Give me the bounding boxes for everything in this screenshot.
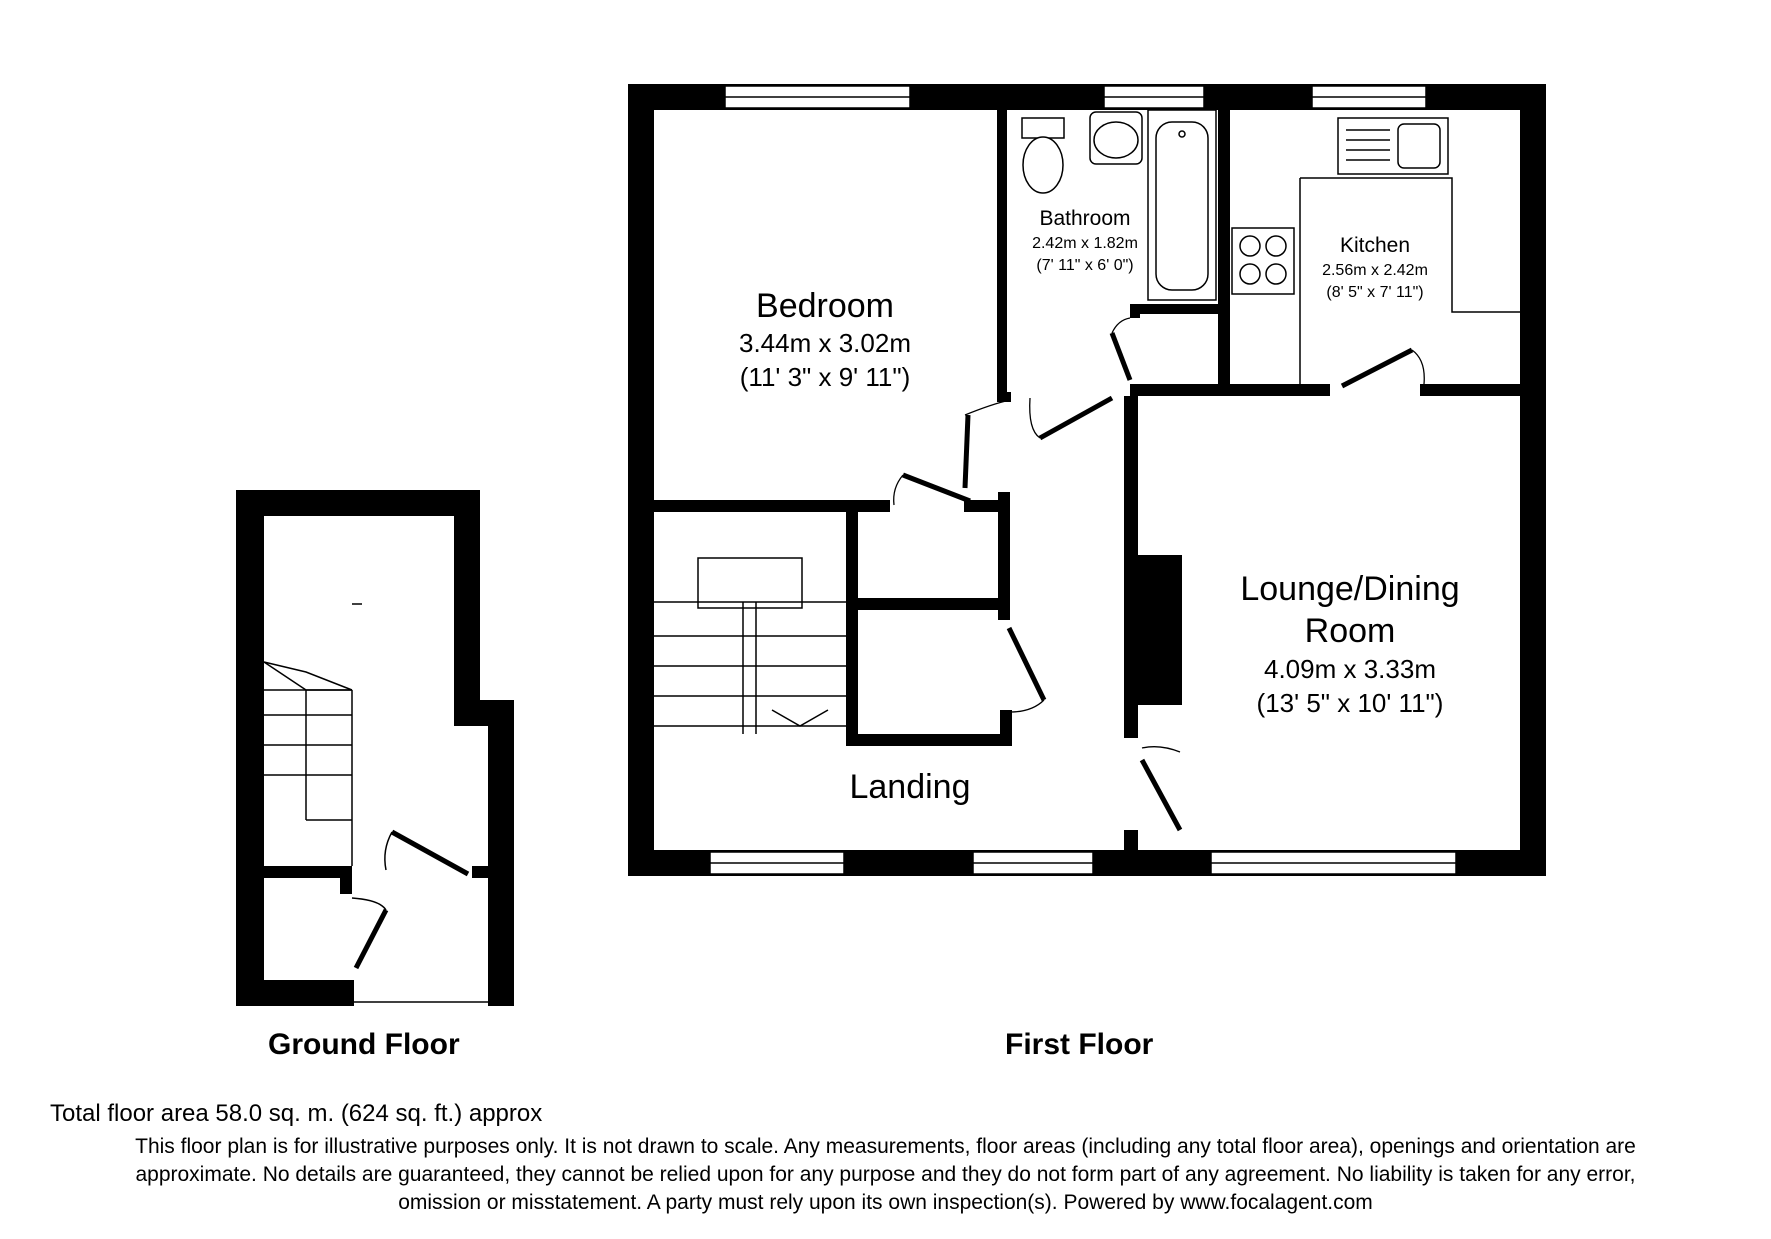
bedroom-label: Bedroom 3.44m x 3.02m (11' 3" x 9' 11") xyxy=(700,286,950,394)
first-floor-windows xyxy=(709,85,1457,875)
first-floor-left-wall xyxy=(628,84,654,876)
bedroom-bottom-wall xyxy=(654,500,890,512)
stairs xyxy=(654,557,846,734)
hob-icon xyxy=(1231,227,1295,295)
kitchen-dims-m: 2.56m x 2.42m xyxy=(1322,262,1428,279)
first-floor-title: First Floor xyxy=(1005,1028,1154,1061)
bathroom-dims-ft: (7' 11" x 6' 0") xyxy=(1036,257,1134,274)
doors xyxy=(902,332,1414,832)
bathroom-left-wall xyxy=(997,100,1007,400)
first-floor-walls xyxy=(628,84,1546,876)
ground-floor-doors xyxy=(353,829,470,970)
toilet-icon xyxy=(1021,117,1065,139)
bathroom-name: Bathroom xyxy=(1039,207,1131,230)
first-floor-right-wall xyxy=(1520,84,1546,876)
landing-label: Landing xyxy=(849,768,971,806)
kitchen-label: Kitchen 2.56m x 2.42m (8' 5" x 7' 11") xyxy=(1300,232,1450,304)
lounge-name-line2: Room xyxy=(1304,612,1396,650)
disclaimer-line-2: approximate. No details are guaranteed, … xyxy=(135,1163,1636,1186)
bathroom-dims-m: 2.42m x 1.82m xyxy=(1032,235,1138,252)
total-floor-area: Total floor area 58.0 sq. m. (624 sq. ft… xyxy=(50,1100,543,1127)
bathroom-label: Bathroom 2.42m x 1.82m (7' 11" x 6' 0") xyxy=(1010,205,1160,277)
kitchen-worktop xyxy=(1300,177,1520,313)
ground-floor-title: Ground Floor xyxy=(268,1028,460,1061)
lounge-name-line1: Lounge/Dining xyxy=(1240,570,1460,608)
disclaimer-line-1: This floor plan is for illustrative purp… xyxy=(135,1135,1636,1158)
kitchen-name: Kitchen xyxy=(1339,234,1411,257)
ground-floor-walls xyxy=(236,490,514,1006)
lounge-label: Lounge/Dining Room 4.09m x 3.33m (13' 5"… xyxy=(1190,568,1510,720)
lounge-dims-m: 4.09m x 3.33m xyxy=(1264,654,1436,684)
bedroom-dims-m: 3.44m x 3.02m xyxy=(739,328,911,358)
ground-floor-fixtures xyxy=(263,603,488,1003)
chimney-breast xyxy=(1138,555,1182,705)
disclaimer-line-3: omission or misstatement. A party must r… xyxy=(398,1191,1373,1214)
kitchen-lounge-wall xyxy=(1130,384,1330,396)
bedroom-dims-ft: (11' 3" x 9' 11") xyxy=(739,362,911,392)
bedroom-name: Bedroom xyxy=(756,287,894,325)
lounge-dims-ft: (13' 5" x 10' 11") xyxy=(1256,688,1444,718)
fixtures xyxy=(654,109,1520,734)
lounge-left-wall xyxy=(1124,396,1138,738)
kitchen-dims-ft: (8' 5" x 7' 11") xyxy=(1326,284,1424,301)
door-swings xyxy=(893,317,1425,753)
kitchen-left-wall xyxy=(1218,100,1230,390)
